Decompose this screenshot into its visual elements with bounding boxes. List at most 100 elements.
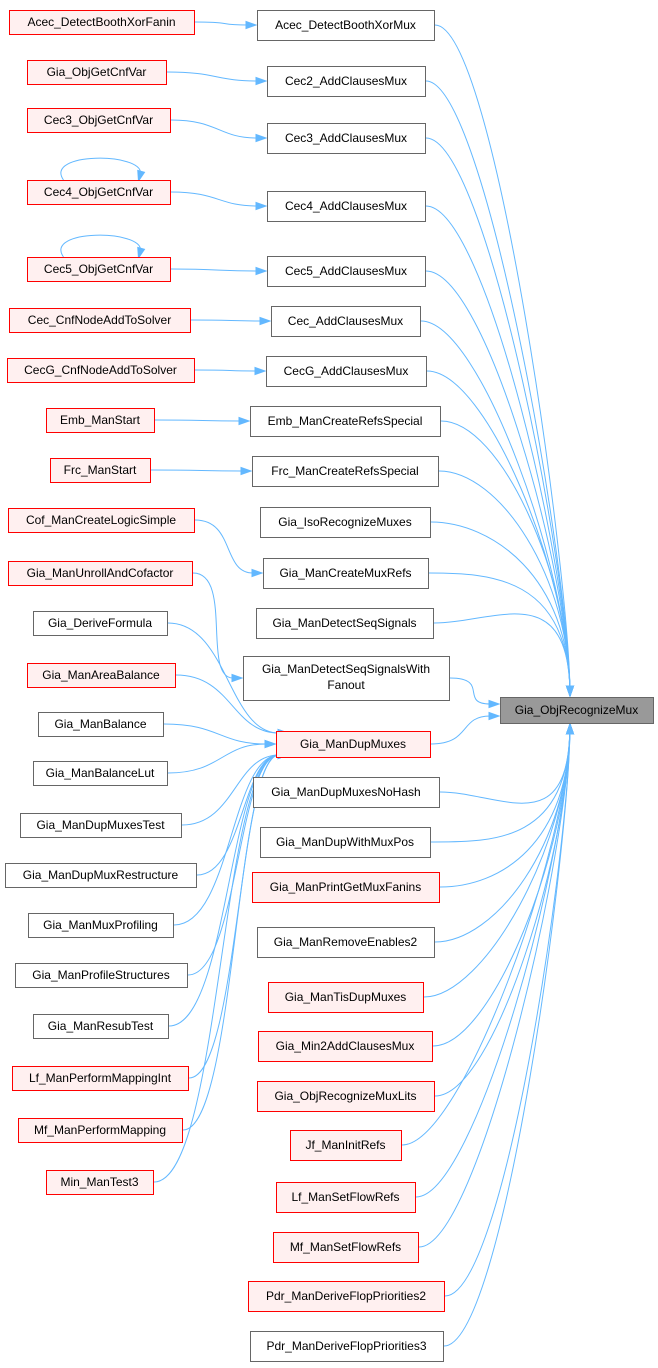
node-min_test3[interactable]: Min_ManTest3 xyxy=(46,1170,154,1195)
node-gia_objgetcnfvar[interactable]: Gia_ObjGetCnfVar xyxy=(27,60,167,85)
node-cec5_add[interactable]: Cec5_AddClausesMux xyxy=(267,256,426,287)
node-label: Pdr_ManDeriveFlopPriorities3 xyxy=(266,1339,426,1353)
node-box xyxy=(256,608,434,639)
node-label: Gia_ManTisDupMuxes xyxy=(285,990,407,1004)
node-box xyxy=(276,731,431,758)
node-box xyxy=(33,761,168,786)
node-label: Cec5_AddClausesMux xyxy=(285,264,407,278)
node-gia_profstruct[interactable]: Gia_ManProfileStructures xyxy=(15,963,188,988)
node-gia_tisdup[interactable]: Gia_ManTisDupMuxes xyxy=(268,982,424,1013)
node-label: Gia_Min2AddClausesMux xyxy=(276,1039,415,1053)
node-label: Gia_ManBalanceLut xyxy=(46,766,155,780)
node-cec_cnfnode[interactable]: Cec_CnfNodeAddToSolver xyxy=(9,308,191,333)
node-gia_areabal[interactable]: Gia_ManAreaBalance xyxy=(27,663,176,688)
node-gia_muxprof[interactable]: Gia_ManMuxProfiling xyxy=(28,913,174,938)
node-box xyxy=(46,408,155,433)
node-gia_printmuxfan[interactable]: Gia_ManPrintGetMuxFanins xyxy=(252,872,440,903)
edge-gia_objgetcnfvar-to-cec2_add xyxy=(166,71,268,86)
edge-cec3_add-to-target xyxy=(425,137,575,698)
node-label: Cec5_ObjGetCnfVar xyxy=(44,262,153,276)
node-box xyxy=(248,1281,445,1312)
node-box xyxy=(9,10,195,35)
node-box xyxy=(276,1182,416,1213)
node-label: Gia_ObjRecognizeMux xyxy=(515,703,638,717)
node-label: Fanout xyxy=(327,678,365,692)
node-gia_balance[interactable]: Gia_ManBalance xyxy=(38,712,164,737)
node-label: Cec3_ObjGetCnfVar xyxy=(44,113,153,127)
edge-cec_add-to-target xyxy=(420,320,575,698)
edge-gia_dupnohash-to-target xyxy=(439,722,575,804)
node-box xyxy=(257,1081,435,1112)
node-cec_add[interactable]: Cec_AddClausesMux xyxy=(271,306,421,337)
node-gia_dupnohash[interactable]: Gia_ManDupMuxesNoHash xyxy=(253,777,440,808)
node-gia_balancelut[interactable]: Gia_ManBalanceLut xyxy=(33,761,168,786)
node-cec5_get[interactable]: Cec5_ObjGetCnfVar xyxy=(27,257,171,282)
node-box xyxy=(267,256,426,287)
node-gia_removeen[interactable]: Gia_ManRemoveEnables2 xyxy=(257,927,435,958)
node-box xyxy=(27,257,171,282)
node-label: Gia_ObjGetCnfVar xyxy=(47,65,147,79)
node-label: Gia_IsoRecognizeMuxes xyxy=(278,515,411,529)
node-box xyxy=(27,180,171,205)
node-label: Lf_ManSetFlowRefs xyxy=(291,1190,399,1204)
node-box xyxy=(9,308,191,333)
node-box xyxy=(260,827,431,858)
node-label: Gia_ObjRecognizeMuxLits xyxy=(274,1089,416,1103)
node-gia_resubtest[interactable]: Gia_ManResubTest xyxy=(33,1014,169,1039)
node-box xyxy=(27,60,167,85)
node-gia_dupmuxes[interactable]: Gia_ManDupMuxes xyxy=(276,731,431,758)
edge-cec4_get-to-cec4_get xyxy=(60,157,146,183)
node-frc_refs[interactable]: Frc_ManCreateRefsSpecial xyxy=(252,456,439,487)
node-gia_dupmuxrestr[interactable]: Gia_ManDupMuxRestructure xyxy=(5,863,197,888)
node-gia_muxrefs[interactable]: Gia_ManCreateMuxRefs xyxy=(263,558,429,589)
node-label: Lf_ManPerformMappingInt xyxy=(29,1071,172,1085)
node-label: Emb_ManCreateRefsSpecial xyxy=(268,414,423,428)
node-mf_setflow[interactable]: Mf_ManSetFlowRefs xyxy=(273,1232,419,1263)
node-label: Gia_ManCreateMuxRefs xyxy=(279,566,411,580)
node-jf_initrefs[interactable]: Jf_ManInitRefs xyxy=(290,1130,402,1161)
node-acec_mux[interactable]: Acec_DetectBoothXorMux xyxy=(257,10,435,41)
node-label: Cec3_AddClausesMux xyxy=(285,131,407,145)
node-acec_fanin[interactable]: Acec_DetectBoothXorFanin xyxy=(9,10,195,35)
node-gia_min2add[interactable]: Gia_Min2AddClausesMux xyxy=(258,1031,433,1062)
node-cof_logic[interactable]: Cof_ManCreateLogicSimple xyxy=(8,508,195,533)
node-cec3_get[interactable]: Cec3_ObjGetCnfVar xyxy=(27,108,171,133)
node-lf_mapint[interactable]: Lf_ManPerformMappingInt xyxy=(12,1066,189,1091)
node-cec3_add[interactable]: Cec3_AddClausesMux xyxy=(267,123,426,154)
node-cecg_cnfnode[interactable]: CecG_CnfNodeAddToSolver xyxy=(7,358,195,383)
node-gia_iso[interactable]: Gia_IsoRecognizeMuxes xyxy=(260,507,431,538)
node-target[interactable]: Gia_ObjRecognizeMux xyxy=(500,697,654,724)
node-cec4_get[interactable]: Cec4_ObjGetCnfVar xyxy=(27,180,171,205)
node-gia_deriveformula[interactable]: Gia_DeriveFormula xyxy=(33,611,168,636)
node-gia_objrecoglits[interactable]: Gia_ObjRecognizeMuxLits xyxy=(257,1081,435,1112)
node-box xyxy=(253,777,440,808)
node-box xyxy=(5,863,197,888)
node-mf_map[interactable]: Mf_ManPerformMapping xyxy=(18,1118,183,1143)
edge-pdr_derive3-to-target xyxy=(443,722,575,1347)
node-label: Acec_DetectBoothXorFanin xyxy=(27,15,175,29)
node-emb_refs[interactable]: Emb_ManCreateRefsSpecial xyxy=(250,406,441,437)
node-gia_dupwithmux[interactable]: Gia_ManDupWithMuxPos xyxy=(260,827,431,858)
node-cec2_add[interactable]: Cec2_AddClausesMux xyxy=(267,66,426,97)
node-cecg_add[interactable]: CecG_AddClausesMux xyxy=(266,356,427,387)
node-pdr_derive2[interactable]: Pdr_ManDeriveFlopPriorities2 xyxy=(248,1281,445,1312)
node-pdr_derive3[interactable]: Pdr_ManDeriveFlopPriorities3 xyxy=(250,1331,444,1362)
node-lf_setflow[interactable]: Lf_ManSetFlowRefs xyxy=(276,1182,416,1213)
node-label: Gia_ManUnrollAndCofactor xyxy=(27,566,174,580)
edge-cec5_get-to-cec5_get xyxy=(60,234,146,260)
node-gia_unroll[interactable]: Gia_ManUnrollAndCofactor xyxy=(8,561,193,586)
node-label: Min_ManTest3 xyxy=(60,1175,138,1189)
node-label: Gia_DeriveFormula xyxy=(48,616,152,630)
node-box xyxy=(268,982,424,1013)
node-gia_dupmuxtest[interactable]: Gia_ManDupMuxesTest xyxy=(20,813,182,838)
node-cec4_add[interactable]: Cec4_AddClausesMux xyxy=(267,191,426,222)
node-frc_start[interactable]: Frc_ManStart xyxy=(50,458,151,483)
node-label: Gia_ManRemoveEnables2 xyxy=(274,935,418,949)
node-box xyxy=(28,913,174,938)
node-label: Jf_ManInitRefs xyxy=(305,1138,385,1152)
node-emb_start[interactable]: Emb_ManStart xyxy=(46,408,155,433)
node-label: CecG_CnfNodeAddToSolver xyxy=(24,363,177,377)
node-label: Gia_ManMuxProfiling xyxy=(43,918,158,932)
node-gia_seqsig[interactable]: Gia_ManDetectSeqSignals xyxy=(256,608,434,639)
